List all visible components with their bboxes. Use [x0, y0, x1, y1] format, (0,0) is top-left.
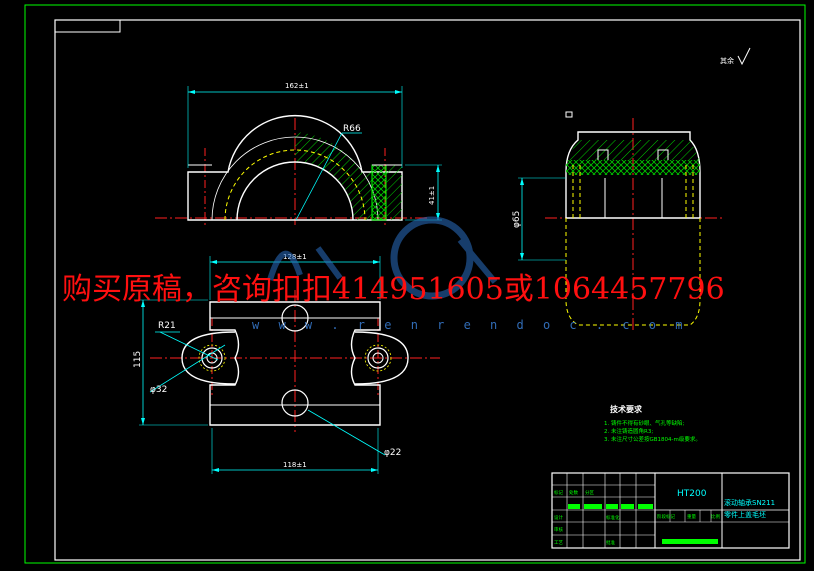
top-radius-label: R66	[343, 124, 361, 134]
title-block: 标记 处数 分区 设计 标准化 审核 工艺 批准 阶段标记 重量 比例 HT20…	[551, 472, 790, 549]
watermark-text: 购买原稿，咨询扣扣414951605或1064457796	[62, 272, 725, 307]
top-view: 162±1 41±1 R66	[155, 82, 442, 225]
top-width-dim: 162±1	[285, 82, 309, 90]
top-height-dim: 41±1	[428, 186, 436, 205]
side-view: φ65	[512, 111, 725, 330]
tb-material: HT200	[677, 489, 707, 499]
base-radius-label: R21	[158, 321, 176, 331]
tb-label-zone: 分区	[585, 489, 594, 496]
tb-label-standard: 标准化	[606, 514, 620, 521]
tb-label-design: 设计	[554, 514, 563, 521]
tech-item-3: 3. 未注尺寸公差按GB1804-m级要求。	[604, 435, 701, 443]
tb-label-scale: 比例	[711, 513, 720, 520]
tech-item-2: 2. 未注铸造圆角R3;	[604, 427, 653, 435]
base-view: 128±1 118±1 115 R21 φ32 φ22	[133, 253, 440, 474]
roughness-note: 其余	[720, 56, 734, 65]
tb-label-count: 处数	[569, 489, 578, 496]
tb-label-review: 审核	[554, 526, 563, 533]
roughness-symbol: 其余	[720, 47, 751, 66]
base-width-bottom-dim: 118±1	[283, 461, 307, 469]
tb-label-weight: 重量	[687, 513, 696, 520]
side-dia-label: φ65	[512, 211, 522, 228]
tb-label-approve: 批准	[606, 539, 615, 546]
tech-item-1: 1. 铸件不得有砂眼、气孔等缺陷;	[604, 419, 684, 427]
watermark-url: w w w . r e n r e n d o c . c o m	[252, 318, 689, 332]
inner-frame	[54, 19, 801, 561]
tb-label-stage: 阶段标记	[657, 513, 675, 520]
tech-title: 技术要求	[610, 404, 643, 414]
tb-part-name-1: 滚动轴承SN211	[724, 498, 775, 507]
tb-label-mark: 标记	[554, 489, 563, 496]
tb-part-name-2: 零件上盖毛坯	[724, 510, 766, 519]
tech-requirements: 技术要求 1. 铸件不得有砂眼、气孔等缺陷; 2. 未注铸造圆角R3; 3. 未…	[604, 404, 701, 443]
watermark-logo	[267, 216, 498, 300]
tb-label-process: 工艺	[554, 540, 563, 546]
code-box	[54, 19, 121, 33]
base-hole-dia-label: φ32	[150, 385, 167, 395]
base-bolt-dia-label: φ22	[384, 448, 401, 458]
outer-frame	[24, 4, 806, 564]
base-height-dim: 115	[133, 351, 143, 368]
